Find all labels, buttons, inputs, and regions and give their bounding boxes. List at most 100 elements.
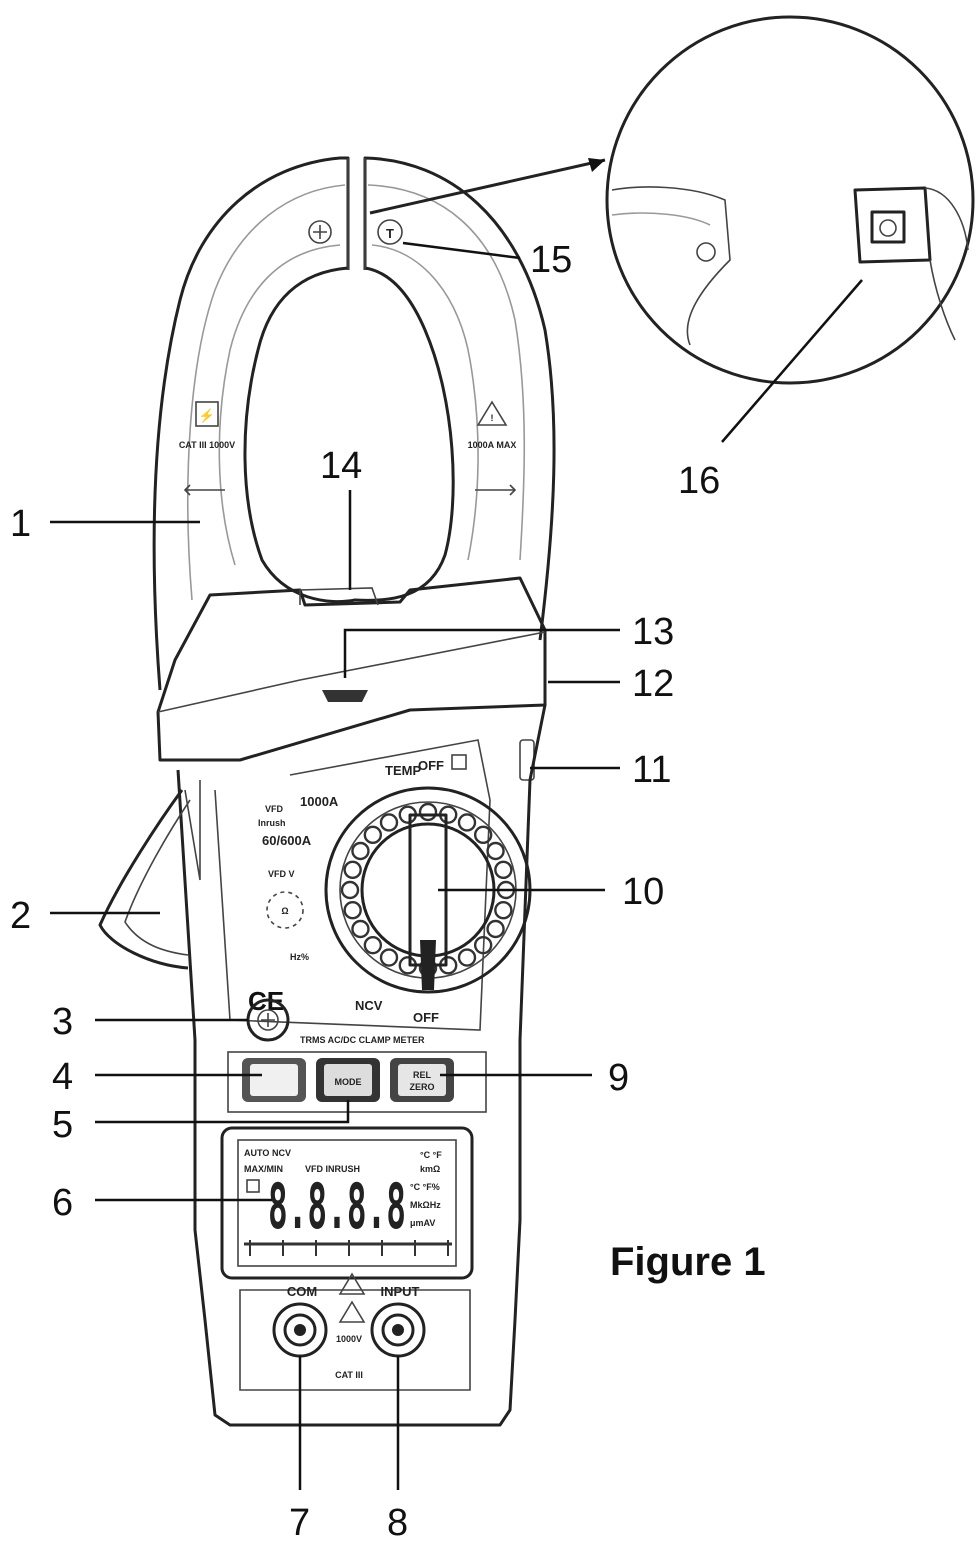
head-top-guard (156, 576, 547, 762)
button-row: MODE REL ZERO (227, 1051, 487, 1113)
lcd-units-2: kmΩ (420, 1164, 440, 1174)
dial-label-vfd-v: VFD V (268, 869, 295, 879)
dial-continuity-icon (266, 891, 304, 929)
jaw-screw-icon (308, 220, 332, 244)
battery-screw-cross (261, 1013, 275, 1027)
dial-ohm-icon: Ω (281, 906, 288, 916)
inset-arrow (369, 158, 606, 215)
leader-lines (50, 241, 863, 1490)
dial-tooth (379, 948, 399, 967)
left-jaw-hazard-icon: ⚡ (199, 408, 215, 424)
dial-tooth (343, 860, 362, 880)
lcd-max-min: MAX/MIN (244, 1164, 283, 1174)
jaw-inner-rib (218, 244, 479, 566)
clamp-jaws: T ⚡ CAT III 1000V ! 1000A MAX (152, 156, 556, 691)
jack-warning-icon-top (338, 1272, 366, 1295)
dial-tooth (343, 900, 362, 920)
dial-tooth (494, 900, 513, 920)
callout-6: 6 (52, 1182, 73, 1224)
com-jack-inner (283, 1313, 317, 1347)
thermocouple-socket-icon (377, 219, 403, 245)
dial-label-60-600a: 60/600A (262, 833, 312, 848)
callout-9: 9 (608, 1057, 629, 1099)
figure-title: Figure 1 (610, 1240, 766, 1284)
dial-label-vfd: VFD (265, 804, 284, 814)
inset-socket (870, 210, 906, 244)
ncv-indicator-lamp (322, 690, 368, 702)
inset-socket-pin-icon (879, 219, 897, 237)
lcd-ncv: NCV (272, 1148, 291, 1158)
dial-tooth (418, 802, 438, 822)
button-bezel (227, 1051, 487, 1113)
rel-zero-button[interactable] (398, 1064, 446, 1096)
mode-button[interactable] (324, 1064, 372, 1096)
inset-jaw-left (611, 186, 731, 346)
dial-label-off-top: OFF (418, 758, 444, 773)
com-jack-hole (294, 1324, 306, 1336)
lcd-units-3: °C °F% (410, 1182, 440, 1192)
inset-jaw-right (924, 187, 969, 341)
jack-com-label: COM (287, 1284, 317, 1299)
dial-tooth (351, 919, 370, 939)
right-jaw-arrow-icon (475, 484, 517, 496)
dial-tooth (486, 919, 505, 939)
lcd-bargraph-ticks (249, 1240, 449, 1256)
lcd-vfd-inrush: VFD INRUSH (305, 1164, 360, 1174)
callout-numbers: 1 2 3 4 5 6 7 8 9 10 11 12 13 14 15 16 (10, 239, 720, 1544)
inset-arrow-head-icon (588, 158, 605, 172)
lcd-window (237, 1139, 457, 1267)
lcd-units-4: MkΩHz (410, 1200, 441, 1210)
jaw-inner-opening (243, 266, 455, 604)
detail-inset (369, 15, 975, 385)
dial-tooth (486, 841, 505, 861)
battery-screw-inner (257, 1009, 279, 1031)
callout-11: 11 (632, 749, 671, 791)
callout-15: 15 (530, 239, 572, 281)
dial-label-1000a: 1000A (300, 794, 339, 809)
inset-screw-icon (696, 242, 716, 262)
hold-button[interactable] (250, 1064, 298, 1096)
lcd-auto: AUTO (244, 1148, 269, 1158)
dial-tooth (473, 935, 493, 955)
dial-label-off-bottom: OFF (413, 1010, 439, 1025)
callout-3: 3 (52, 1001, 73, 1043)
trigger-inner-edge (124, 799, 191, 956)
dial-tooth (351, 841, 370, 861)
input-jack-hole (392, 1324, 404, 1336)
meter-head (156, 576, 547, 781)
dial-pointer-tip-icon (420, 940, 436, 990)
rel-button-label: REL (413, 1070, 432, 1080)
callout-4: 4 (52, 1056, 73, 1098)
jaw-outer-outline (152, 156, 556, 691)
dial-tooth (494, 860, 513, 880)
callout-8: 8 (387, 1502, 408, 1544)
jack-warning-icon-bottom (338, 1300, 366, 1323)
dial-tooth (340, 880, 360, 900)
lcd-display: AUTO NCV MAX/MIN VFD INRUSH °C °F kmΩ °C… (220, 1126, 474, 1280)
trigger-hinge (184, 780, 201, 881)
callout-7: 7 (289, 1502, 310, 1544)
inset-jaw-left-rib (611, 212, 711, 226)
dial-tooth (473, 825, 493, 845)
head-guard-ridge (157, 631, 546, 713)
jaw-trigger-lever (98, 789, 189, 970)
meter-body (98, 704, 547, 1427)
callout-10: 10 (622, 871, 664, 913)
left-jaw-cat-label: CAT III 1000V (179, 440, 235, 450)
inset-socket-housing (853, 186, 932, 264)
jaw-screw-cross (313, 225, 327, 239)
body-outline (176, 704, 547, 1427)
jack-panel (239, 1289, 471, 1391)
dial-label-temp: TEMP (385, 763, 421, 778)
dial-tooth (379, 813, 399, 832)
dial-label-hz: Hz% (290, 952, 309, 962)
callout-5: 5 (52, 1104, 73, 1146)
right-jaw-max-label: 1000A MAX (468, 440, 517, 450)
meter-name-label: TRMS AC/DC CLAMP METER (300, 1035, 425, 1045)
input-jack-inner (381, 1313, 415, 1347)
dial-tooth (363, 825, 383, 845)
leader-13 (343, 628, 620, 678)
jack-cat-label: CAT III (335, 1370, 363, 1380)
leader-16 (721, 279, 863, 443)
